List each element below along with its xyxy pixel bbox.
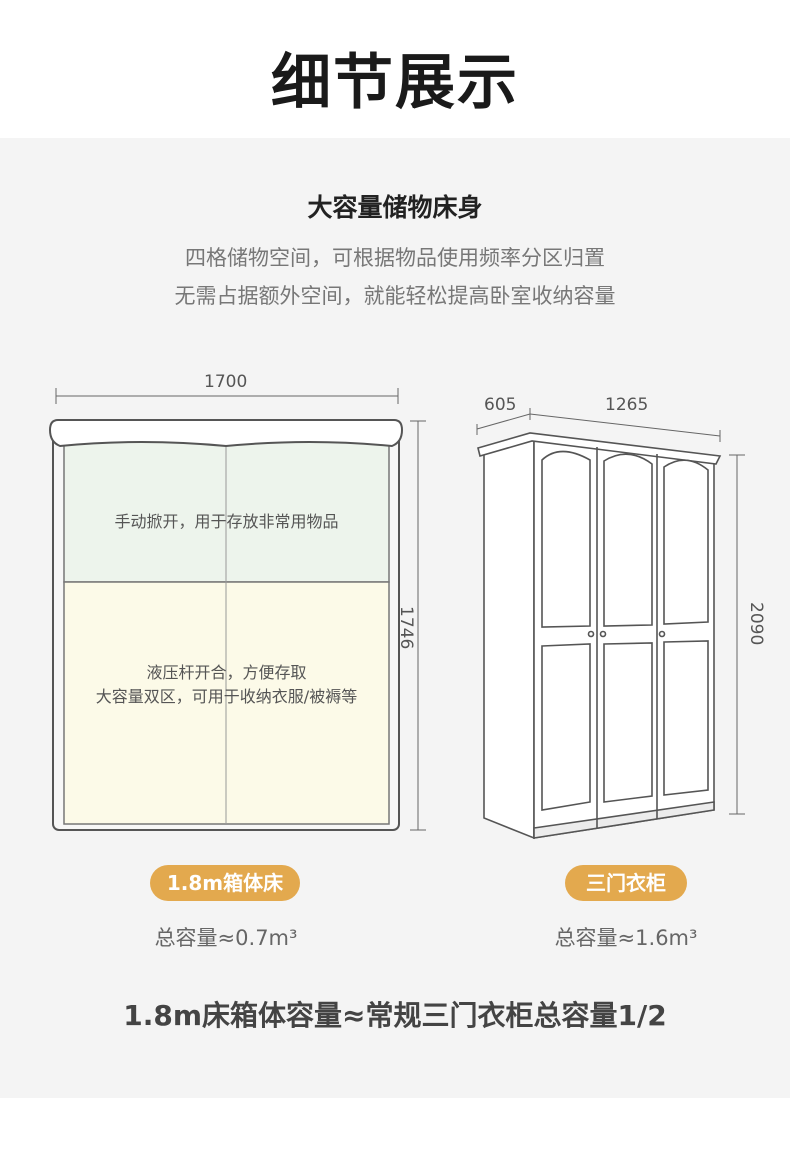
- bed-volume: 总容量≈0.7m³: [154, 926, 298, 950]
- summary-text: 1.8m床箱体容量≈常规三门衣柜总容量1/2: [123, 999, 667, 1032]
- wardrobe-depth-label: 605: [484, 395, 517, 415]
- bed-height-label: 1746: [396, 606, 416, 650]
- bed-tag: 1.8m箱体床: [150, 865, 300, 901]
- wardrobe-height-dimension: [729, 454, 745, 815]
- bed-zone-top-text: 手动掀开，用于存放非常用物品: [114, 512, 339, 531]
- wardrobe-volume: 总容量≈1.6m³: [554, 926, 698, 950]
- wardrobe-width-label: 1265: [605, 395, 649, 415]
- wardrobe-tag: 三门衣柜: [565, 865, 687, 901]
- description-line-2: 无需占据额外空间，就能轻松提高卧室收纳容量: [174, 284, 616, 308]
- wardrobe-height-label: 2090: [746, 602, 766, 646]
- bed-width-label: 1700: [204, 372, 248, 392]
- wardrobe-top-dimension: [476, 408, 721, 442]
- bed-width-dimension: [55, 388, 399, 404]
- detail-panel: 大容量储物床身 四格储物空间，可根据物品使用频率分区归置 无需占据额外空间，就能…: [0, 138, 790, 1098]
- wardrobe-drawing: [477, 432, 722, 840]
- description-line-1: 四格储物空间，可根据物品使用频率分区归置: [185, 246, 605, 270]
- section-title: 大容量储物床身: [307, 193, 483, 222]
- illustration: [48, 388, 745, 840]
- bed-drawing: [48, 419, 404, 831]
- bed-zone-bottom-line-1: 液压杆开合，方便存取: [146, 663, 307, 682]
- page-title: 细节展示: [271, 48, 519, 118]
- bed-zone-bottom-line-2: 大容量双区，可用于收纳衣服/被褥等: [95, 687, 358, 706]
- bed-headboard: [48, 419, 404, 448]
- bed-height-dimension: [410, 420, 426, 831]
